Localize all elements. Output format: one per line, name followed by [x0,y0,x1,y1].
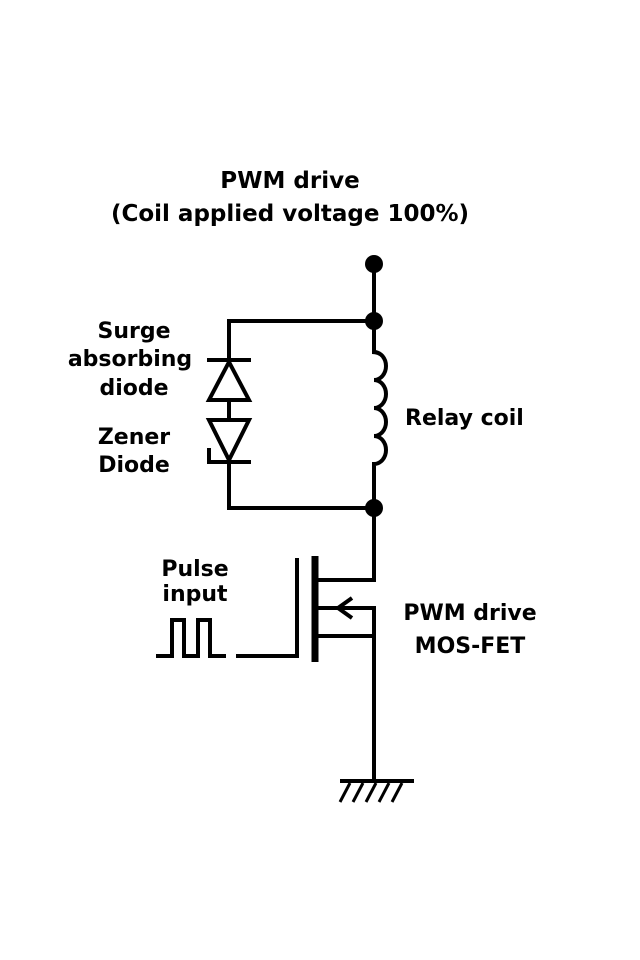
zener-label-line-2: Diode [98,453,170,478]
zener-label-line-1: Zener [98,425,170,450]
relay-coil-label: Relay coil [405,406,524,431]
surge-label-line-2: absorbing [68,347,192,372]
mosfet-symbol [236,556,376,662]
title-line-1: PWM drive [220,168,359,194]
relay-coil [371,349,388,510]
title-line-2: (Coil applied voltage 100%) [111,201,469,227]
pulse-waveform-icon [156,618,226,658]
mosfet-label-line-1: PWM drive [403,601,536,626]
pulse-label-line-2: input [162,582,228,607]
mosfet-label-line-2: MOS-FET [415,634,526,659]
surge-label-line-3: diode [99,376,168,401]
ground-icon [338,779,414,803]
pulse-label-line-1: Pulse [161,557,228,582]
zener-diode-symbol [205,418,253,465]
surge-label-line-1: Surge [97,319,170,344]
surge-absorbing-diode-symbol [205,357,253,422]
